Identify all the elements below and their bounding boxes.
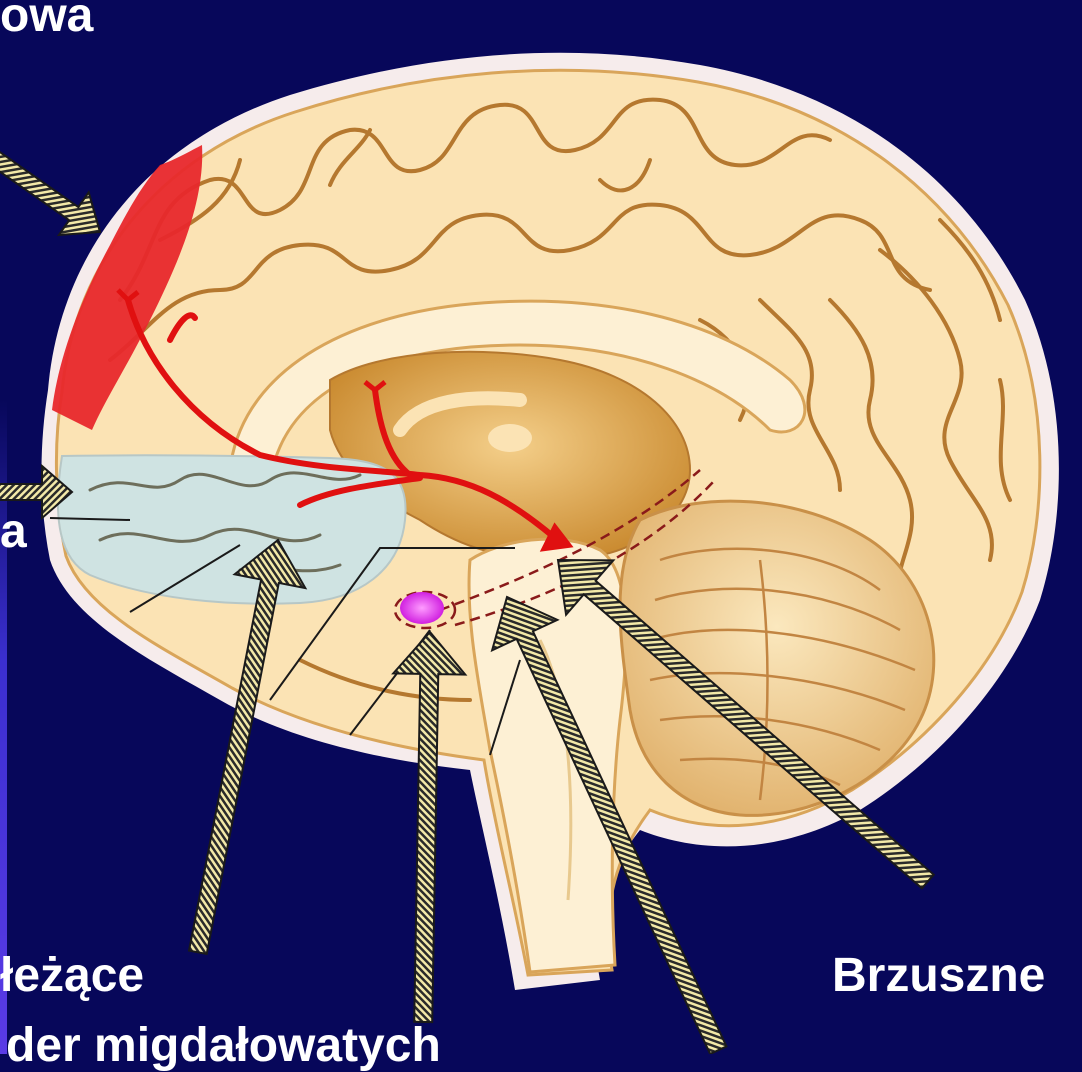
label-bottom-left: łeżące — [0, 952, 144, 1000]
label-middle-left: a — [0, 508, 27, 556]
interthalamic-adhesion — [488, 424, 532, 452]
label-bottom-center: der migdałowatych — [6, 1022, 441, 1070]
arrow-icon — [0, 125, 115, 254]
amygdala-dot — [400, 592, 444, 624]
label-bottom-right: Brzuszne — [832, 952, 1045, 1000]
label-top-left: owa — [0, 0, 93, 40]
